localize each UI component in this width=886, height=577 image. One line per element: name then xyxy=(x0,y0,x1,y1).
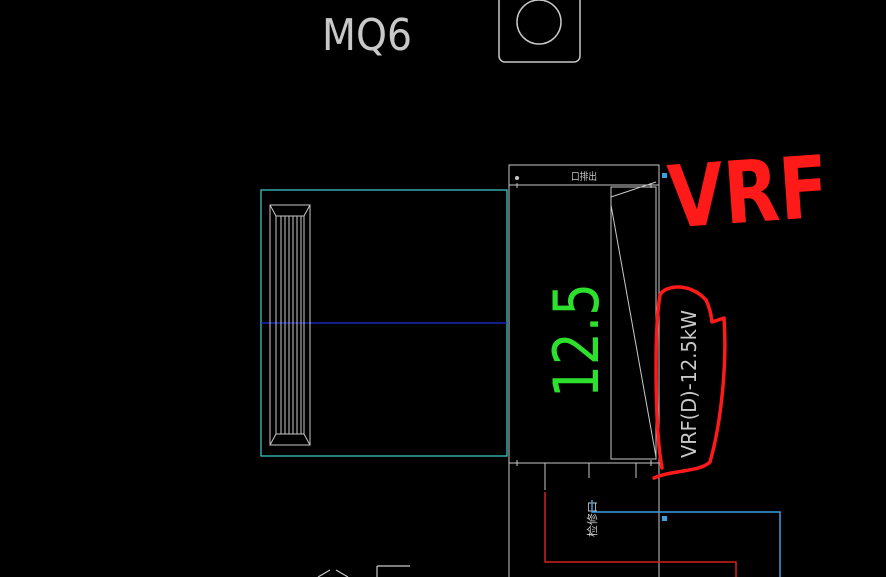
valve-tag: 检修口 xyxy=(585,501,599,537)
unit-model-label: VRF(D)-12.5kW xyxy=(677,310,701,458)
ceiling-device-symbol xyxy=(498,0,581,63)
unit-header-tag: 口排出 xyxy=(571,170,597,183)
unit-corner-marker xyxy=(515,176,519,180)
refrigerant-pipe-gas xyxy=(591,500,781,577)
markup-circle xyxy=(652,285,727,480)
vrf-annotation: VRF xyxy=(665,138,832,249)
unit-corner-marker xyxy=(662,173,667,178)
pipe-joint-marker xyxy=(662,516,667,521)
room-tag-label: MQ6 xyxy=(322,10,412,61)
service-box xyxy=(508,462,660,577)
unit-capacity-label: 12.5 xyxy=(540,283,613,398)
return-air-grille xyxy=(269,204,311,446)
partial-label-fragment xyxy=(317,565,410,577)
refrigerant-pipe-liquid xyxy=(544,492,737,577)
return-air-plenum xyxy=(260,189,508,457)
